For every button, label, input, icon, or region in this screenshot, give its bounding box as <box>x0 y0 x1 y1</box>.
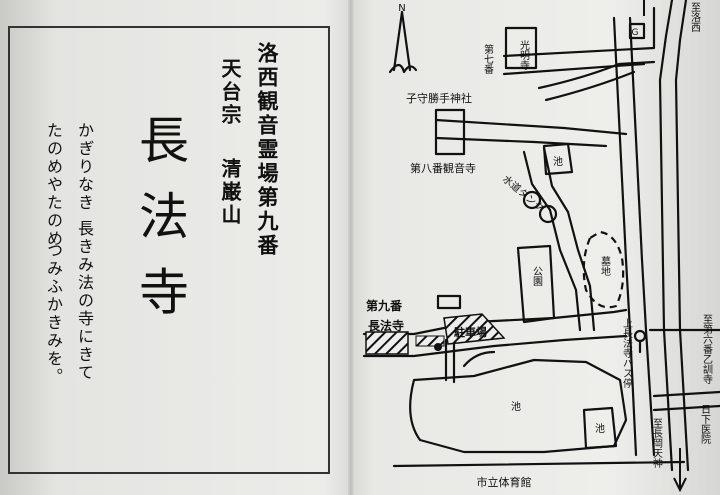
pond-bottom-label: 池 <box>595 422 605 435</box>
to-no6-label: 至第六番乙訓寺 <box>701 314 713 384</box>
bus-stop-label: 上長法寺バス停 <box>621 318 633 389</box>
g-marker-label: G <box>632 28 639 38</box>
no8-label: 第八番観音寺 <box>410 161 476 175</box>
poem-line-2: 長きみ法の寺にきて <box>75 220 94 382</box>
info-frame: 洛西観音霊場第九番 天台宗 清巌山 長法寺 かぎりなき 長きみ法の寺にきて たの… <box>8 26 330 474</box>
komyoji-label: 光明寺 <box>518 39 530 70</box>
page-fold <box>348 0 354 495</box>
no9-label: 第九番 <box>366 298 403 313</box>
series-title: 洛西観音霊場第九番 <box>255 42 280 258</box>
poem-line-1: かぎりなき <box>75 122 94 212</box>
water-tank-1 <box>522 190 542 210</box>
access-map: N G 光明寺 第七番 至洛西 子守勝手神社 第八番観音寺 池 水道タンク 墓地… <box>354 0 720 495</box>
parking-label: 駐車場 <box>454 325 487 339</box>
temple-name: 長法寺 <box>131 114 189 342</box>
pond-top-label: 池 <box>553 155 563 168</box>
cemetery-label: 墓地 <box>599 255 611 276</box>
parking-hatched <box>443 313 506 345</box>
north-arrow <box>392 10 412 72</box>
poem-line-3: たのめやたのめ <box>44 122 63 248</box>
g-box <box>628 22 646 40</box>
gym-label: 市立体育館 <box>477 475 532 489</box>
bus-stop-pin <box>633 329 647 343</box>
water-tank-2 <box>538 204 558 224</box>
pond-small <box>582 406 618 450</box>
chohoji-label: 長法寺 <box>368 318 404 333</box>
poem-line-4: つみふかきみを。 <box>44 242 63 386</box>
pond-bottom-area <box>409 358 628 454</box>
road-top <box>502 6 656 58</box>
to-nagaoka-tenjin-label: 至長岡天神 <box>651 418 663 469</box>
temple-hatched <box>365 331 409 355</box>
map-svg: N G 光明寺 第七番 至洛西 子守勝手神社 第八番観音寺 池 水道タンク 墓地… <box>362 0 720 493</box>
no7-label: 第七番 <box>482 43 494 75</box>
north-label: N <box>398 3 405 14</box>
cemetery-area <box>582 230 625 309</box>
pond-mid-label: 池 <box>511 400 521 413</box>
road-bottom <box>392 460 686 468</box>
to-rakusai-label: 至洛西 <box>689 2 701 32</box>
shrine-block <box>434 108 466 156</box>
road-main <box>612 16 638 457</box>
kusaka-clinic-label: 日下医院 <box>699 404 711 445</box>
pond-top <box>542 142 574 176</box>
sect-name: 天台宗 <box>218 58 242 127</box>
kamori-shrine-label: 子守勝手神社 <box>406 91 472 105</box>
park-label: 公園 <box>531 266 543 287</box>
komyoji-box <box>504 26 538 70</box>
road-shrine <box>434 118 628 136</box>
mountain-name: 清巌山 <box>218 158 242 227</box>
temple-info-panel: 洛西観音霊場第九番 天台宗 清巌山 長法寺 かぎりなき 長きみ法の寺にきて たの… <box>0 0 350 495</box>
